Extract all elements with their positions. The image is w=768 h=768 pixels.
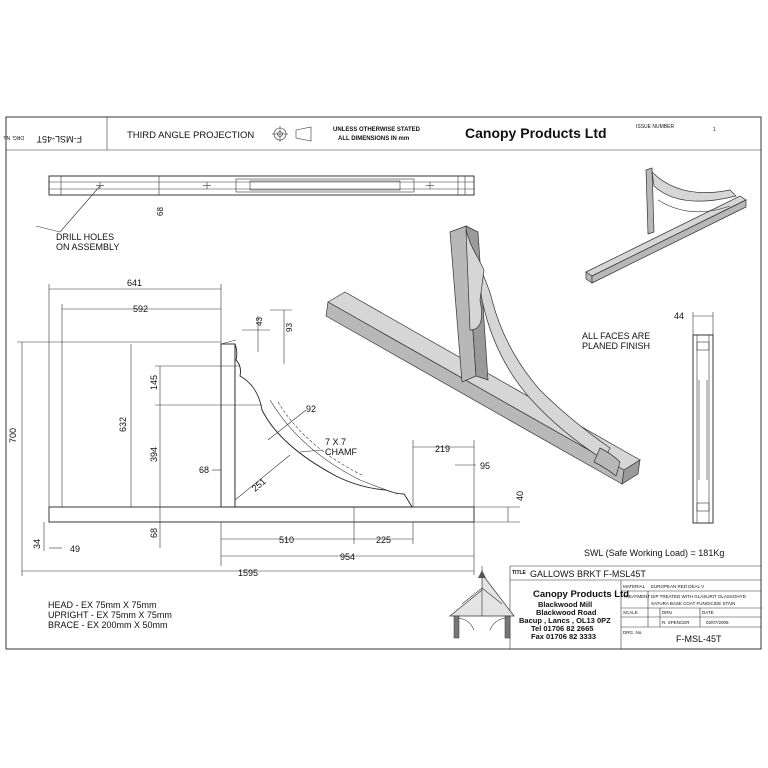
header-company-name: Canopy Products Ltd bbox=[465, 125, 607, 141]
dim-92: 92 bbox=[306, 404, 316, 414]
tb-date-value: 02/07/2008 bbox=[706, 620, 729, 625]
tb-treatment-label: TREATMENT bbox=[623, 594, 650, 599]
dim-219: 219 bbox=[435, 444, 450, 454]
tb-drg-value: F-MSL-45T bbox=[676, 634, 722, 644]
projection-symbol-icon bbox=[272, 126, 312, 142]
rotated-drg-label: DRG. No. bbox=[2, 134, 24, 140]
rotated-drawing-number: F-MSL-45T DRG. No. bbox=[2, 134, 82, 144]
drill-leader-1 bbox=[59, 185, 101, 233]
brace-outline bbox=[234, 343, 413, 508]
isometric-small bbox=[585, 167, 747, 284]
dim-700: 700 bbox=[8, 428, 18, 443]
swl-note: SWL (Safe Working Load) = 181Kg bbox=[584, 548, 724, 558]
title-block: TITLE GALLOWS BRKT F-MSL45T Canopy Produ… bbox=[509, 565, 761, 649]
dim-394: 394 bbox=[149, 447, 159, 462]
tb-date-label: DATE bbox=[702, 610, 714, 615]
tb-treatment-line-2: SATURA BASE COAT FUNGICIDE STAIN bbox=[651, 601, 735, 606]
tb-fax: Fax 01706 82 3333 bbox=[531, 632, 596, 641]
dim-49: 49 bbox=[70, 544, 80, 554]
dim-top-height: 68 bbox=[156, 207, 165, 216]
drill-note-line-1: DRILL HOLES bbox=[56, 232, 114, 242]
tb-company: Canopy Products Ltd bbox=[533, 589, 629, 600]
issue-number-label: ISSUE NUMBER bbox=[636, 124, 674, 130]
dim-592: 592 bbox=[133, 304, 148, 314]
material-upright: UPRIGHT - EX 75mm X 75mm bbox=[48, 610, 172, 620]
dim-225: 225 bbox=[376, 535, 391, 545]
dim-43: 43 bbox=[255, 317, 264, 326]
dim-44: 44 bbox=[674, 311, 684, 321]
dim-68-beam: 68 bbox=[149, 528, 159, 538]
tb-drg-label: DRG. No. bbox=[623, 630, 643, 635]
faces-note-line-1: ALL FACES ARE bbox=[582, 331, 650, 341]
dim-632: 632 bbox=[118, 417, 128, 432]
canopy-logo-icon bbox=[449, 566, 515, 639]
tb-address-3: Bacup , Lancs , OL13 0PZ bbox=[519, 616, 611, 625]
dim-510: 510 bbox=[279, 535, 294, 545]
drawing-title: GALLOWS BRKT F-MSL45T bbox=[530, 569, 646, 579]
dim-93: 93 bbox=[285, 323, 294, 332]
faces-note-line-2: PLANED FINISH bbox=[582, 341, 650, 351]
drill-leader-2 bbox=[35, 225, 61, 233]
dim-40: 40 bbox=[515, 491, 525, 501]
dim-1595: 1595 bbox=[238, 568, 258, 578]
title-label: TITLE bbox=[512, 570, 527, 576]
tb-address-1: Blackwood Mill bbox=[538, 600, 592, 609]
projection-label: THIRD ANGLE PROJECTION bbox=[127, 130, 254, 141]
front-elevation bbox=[48, 339, 475, 523]
tb-drn-value: R. SPENCER bbox=[662, 620, 690, 625]
dim-34: 34 bbox=[32, 539, 42, 549]
note-line-2: ALL DIMENSIONS IN mm bbox=[338, 136, 409, 142]
tb-material-value: EUROPEAN RED DEAL V bbox=[651, 584, 704, 589]
dim-641: 641 bbox=[127, 278, 142, 288]
note-line-1: UNLESS OTHERWISE STATED bbox=[333, 127, 421, 133]
tb-drn-label: DRN bbox=[662, 610, 672, 615]
isometric-large bbox=[325, 225, 641, 485]
issue-number-value: 1 bbox=[713, 127, 716, 133]
tb-tel: Tel 01706 82 2665 bbox=[531, 624, 593, 633]
chamfer-line-1: 7 X 7 bbox=[325, 437, 346, 447]
upright bbox=[220, 343, 236, 508]
chamfer-line-2: CHAMF bbox=[325, 447, 357, 457]
side-view: 44 bbox=[674, 311, 714, 524]
dim-954: 954 bbox=[340, 552, 355, 562]
dim-95: 95 bbox=[480, 461, 490, 471]
tb-treatment-line-1: DIP TREATED WITH GLASURIT GLASSOHYD bbox=[651, 594, 747, 599]
rotated-drawing-number-text: F-MSL-45T bbox=[36, 134, 82, 144]
drill-note-line-2: ON ASSEMBLY bbox=[56, 242, 119, 252]
tb-material-label: MATERIAL bbox=[623, 584, 646, 589]
beam bbox=[48, 506, 475, 523]
material-brace: BRACE - EX 200mm X 50mm bbox=[48, 620, 168, 630]
tb-scale-label: SCALE bbox=[623, 610, 638, 615]
tb-address-2: Blackwood Road bbox=[536, 608, 597, 617]
top-view: 68 bbox=[48, 175, 475, 216]
material-head: HEAD - EX 75mm X 75mm bbox=[48, 600, 157, 610]
dim-145: 145 bbox=[149, 375, 159, 390]
sheet-border bbox=[5, 116, 762, 650]
dim-68-upright: 68 bbox=[199, 465, 209, 475]
